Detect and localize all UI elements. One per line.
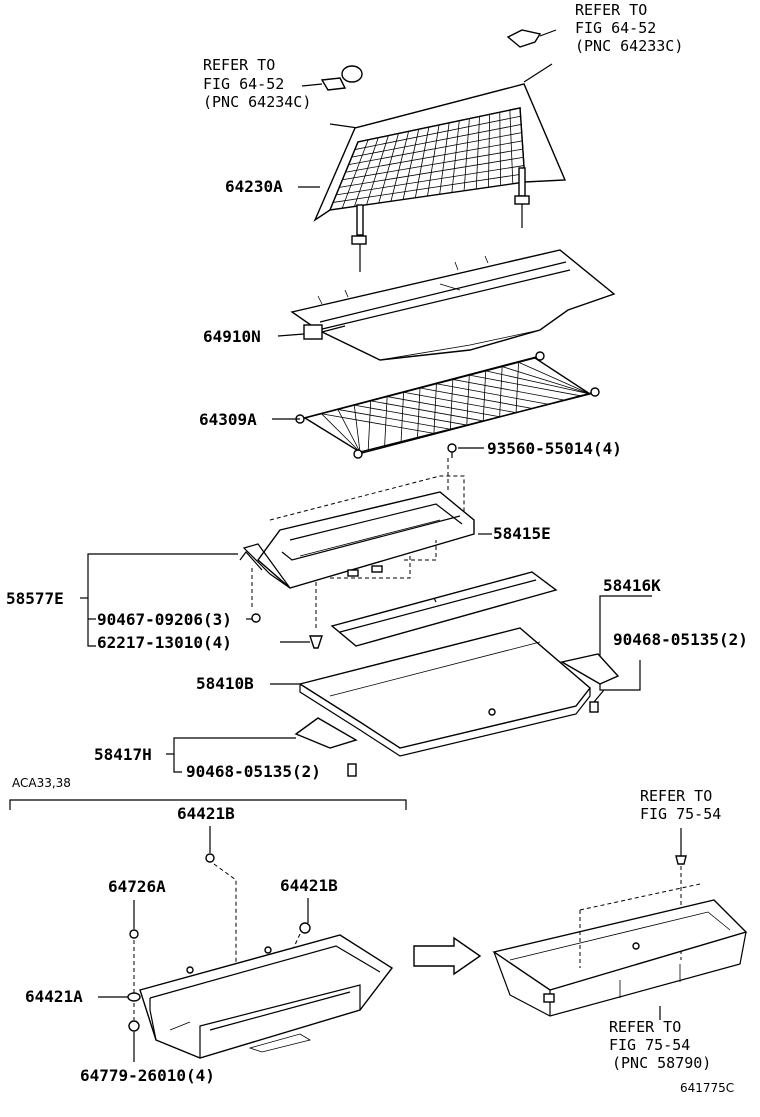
cargo-net-64230a <box>313 63 567 272</box>
deck-box-58577e <box>239 458 475 630</box>
ref-fig-75-54-b-line2: FIG 75-54 <box>609 1036 690 1054</box>
label-58415e: 58415E <box>493 524 551 543</box>
label-90468-05135-a: 90468-05135(2) <box>613 630 748 649</box>
label-90468-05135-b: 90468-05135(2) <box>186 762 321 781</box>
ref-fig-75-54-a-line2: FIG 75-54 <box>640 805 721 823</box>
svg-text:REFER TO: REFER TO <box>203 56 275 74</box>
variant-bracket <box>9 799 407 810</box>
label-58416k: 58416K <box>603 576 661 595</box>
trim-58417h <box>294 717 358 749</box>
variant-label: ACA33,38 <box>12 776 71 790</box>
floor-net-mesh <box>321 361 591 453</box>
arrow-right-icon <box>413 936 482 976</box>
svg-text:(PNC 64233C): (PNC 64233C) <box>575 37 683 55</box>
svg-text:(PNC 64234C): (PNC 64234C) <box>203 93 311 111</box>
screw-93560-55014 <box>447 443 484 458</box>
clip-90468-05135-b <box>347 763 357 777</box>
trim-58416k <box>560 653 620 685</box>
label-62217-13010: 62217-13010(4) <box>97 633 232 652</box>
label-58410b: 58410B <box>196 674 254 693</box>
clip-90467-09206 <box>246 613 261 623</box>
label-64421a: 64421A <box>25 987 83 1006</box>
grommet-64421a <box>98 992 141 1002</box>
label-93560-55014: 93560-55014(4) <box>487 439 622 458</box>
ref-fig-75-54-a-line1: REFER TO <box>640 787 712 805</box>
reference-fig-64-52-pnc-64233c: REFER TO FIG 64-52 (PNC 64233C) <box>575 1 683 55</box>
label-64230a: 64230A <box>225 177 283 196</box>
label-64421b-top: 64421B <box>177 804 235 823</box>
storage-tray-left <box>139 934 394 1059</box>
clip-62217-13010 <box>280 635 323 649</box>
reference-fig-64-52-pnc-64234c: REFER TO FIG 64-52 (PNC 64234C) <box>203 56 311 111</box>
svg-text:REFER TO: REFER TO <box>575 1 647 19</box>
label-90467-09206: 90467-09206(3) <box>97 610 232 629</box>
clip-90468-05135-a <box>589 660 641 713</box>
board-58415e <box>330 571 558 647</box>
hook-64234c <box>301 65 363 91</box>
label-58577e: 58577E <box>6 589 64 608</box>
deck-board-58410b <box>298 627 591 757</box>
hook-64233c <box>506 29 557 48</box>
ref-fig-75-54-b-line3: (PNC 58790) <box>612 1054 711 1072</box>
svg-text:FIG 64-52: FIG 64-52 <box>203 75 284 93</box>
svg-text:FIG 64-52: FIG 64-52 <box>575 19 656 37</box>
clip-64779-26010 <box>128 1020 140 1062</box>
label-64910n: 64910N <box>203 327 261 346</box>
label-64726a: 64726A <box>108 877 166 896</box>
clip-64726a <box>129 900 139 1020</box>
ref-fig-75-54-b-line1: REFER TO <box>609 1018 681 1036</box>
label-58417h: 58417H <box>94 745 152 764</box>
storage-tray-right <box>492 883 748 1017</box>
figure-id: 641775C <box>680 1081 734 1095</box>
net-mesh <box>333 110 525 209</box>
label-64421b: 64421B <box>280 876 338 895</box>
label-64309a: 64309A <box>199 410 257 429</box>
tonneau-cover-64910n <box>290 249 616 361</box>
label-64779-26010: 64779-26010(4) <box>80 1066 215 1085</box>
